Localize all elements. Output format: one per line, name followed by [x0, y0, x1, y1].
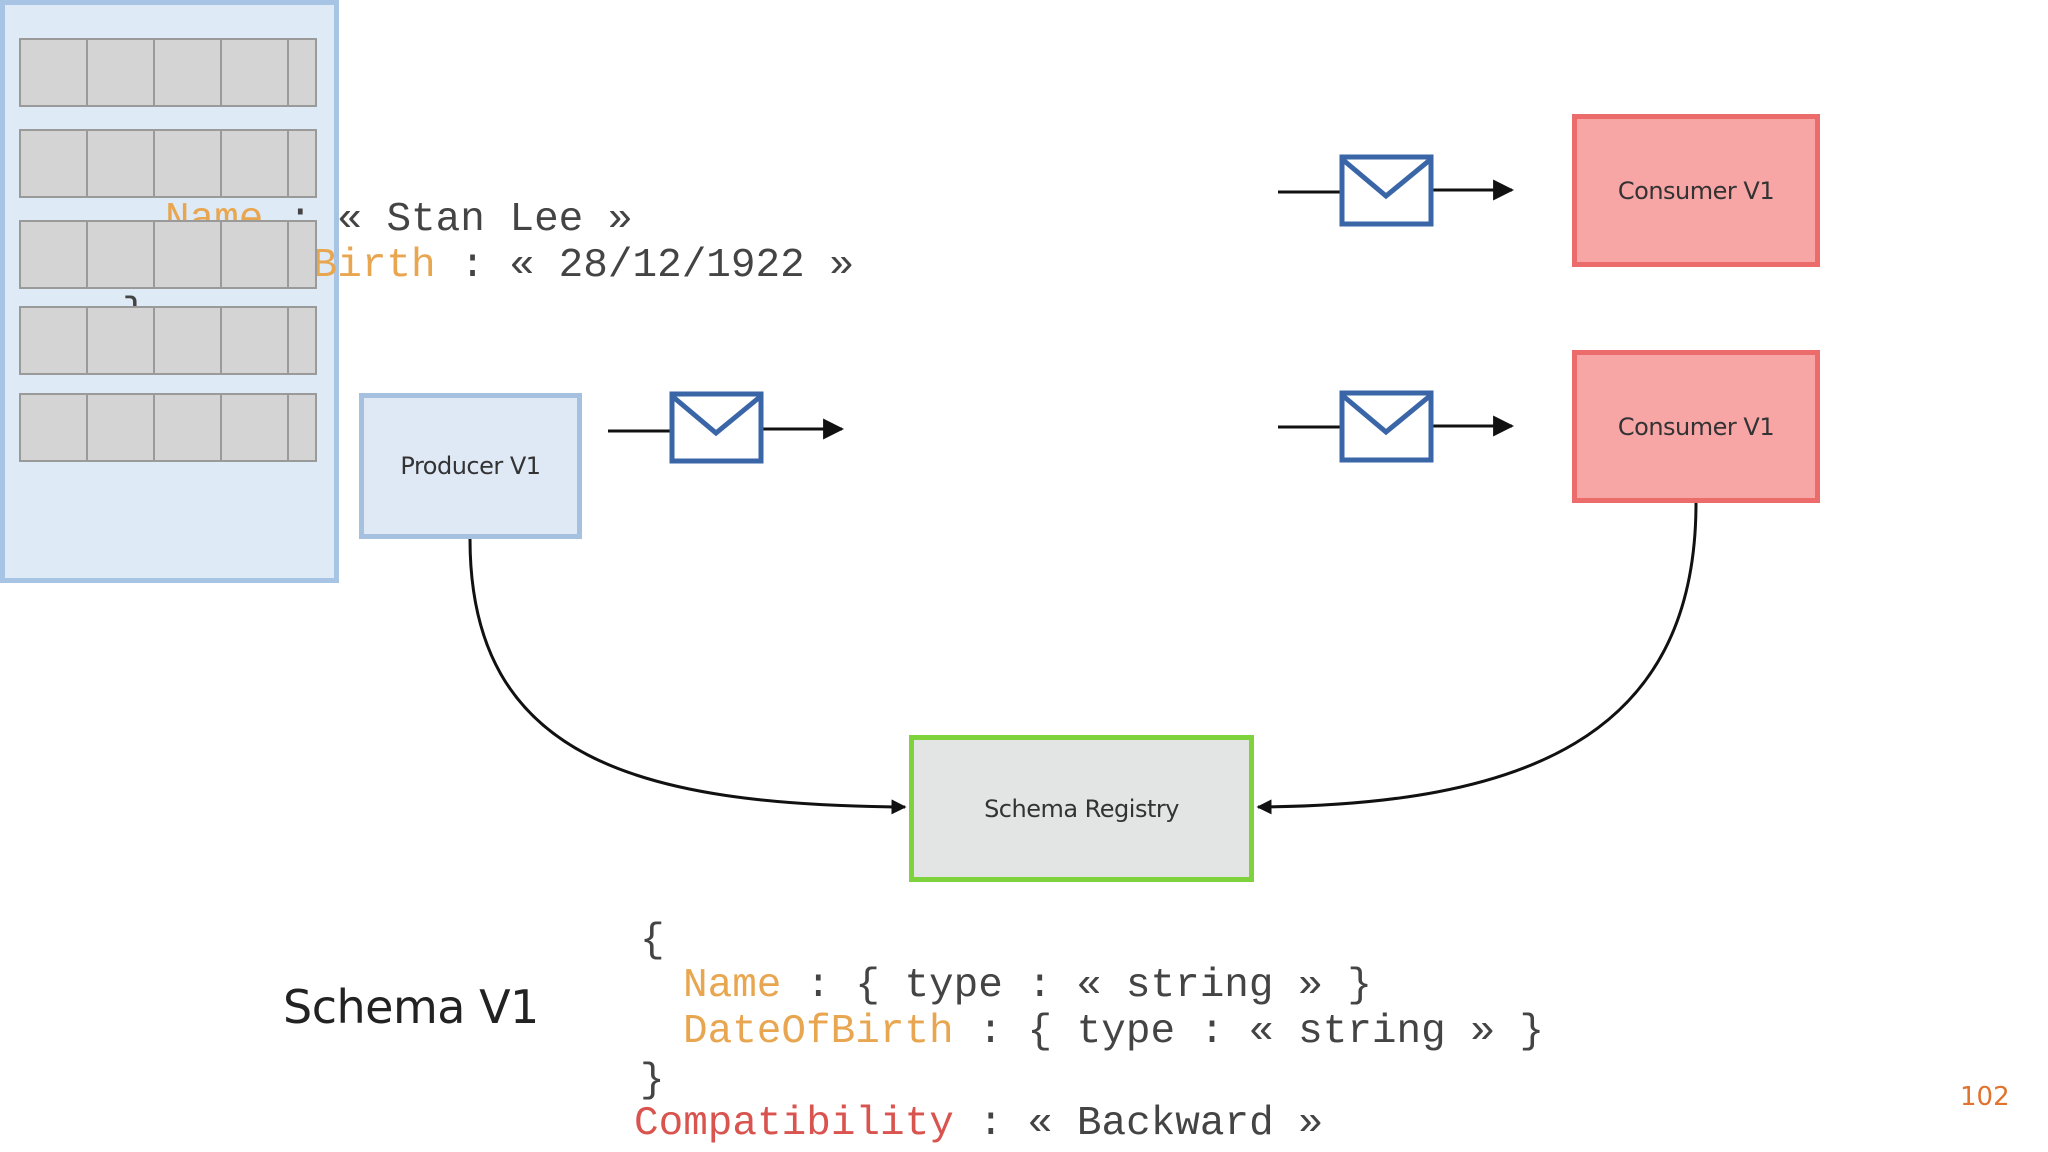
- field-value-dob: : « 28/12/1922 »: [435, 243, 854, 289]
- producer-to-registry-curve: [468, 538, 907, 815]
- consumer-label: Consumer V1: [1617, 176, 1775, 205]
- schema-name-line: Name : { type : « string » }: [683, 963, 1372, 1009]
- producer-label: Producer V1: [400, 452, 541, 480]
- field-key-dob: DateOfBirth: [683, 1009, 954, 1055]
- partition: [19, 38, 317, 107]
- compatibility-line: Compatibility : « Backward »: [634, 1101, 1323, 1147]
- field-value-name: : « Stan Lee »: [263, 197, 633, 243]
- brace-close: }: [640, 1058, 665, 1104]
- producer-node: Producer V1: [359, 393, 582, 539]
- kafka-topic: [0, 0, 339, 583]
- brace-open: {: [640, 918, 665, 964]
- schema-dob-line: DateOfBirth : { type : « string » }: [683, 1009, 1544, 1055]
- consumer-node-2: Consumer V1: [1572, 350, 1820, 503]
- envelope-icon: [1339, 154, 1434, 227]
- schema-version-label: Schema V1: [283, 980, 539, 1034]
- registry-label: Schema Registry: [984, 794, 1179, 823]
- partition: [19, 393, 317, 462]
- partition: [19, 306, 317, 375]
- partition: [19, 129, 317, 198]
- partition: [19, 220, 317, 289]
- consumer-label: Consumer V1: [1617, 412, 1775, 441]
- compatibility-key: Compatibility: [634, 1101, 954, 1147]
- field-type-dob: : { type : « string » }: [953, 1009, 1545, 1055]
- schema-registry-node: Schema Registry: [909, 735, 1254, 882]
- envelope-icon: [669, 391, 764, 464]
- compatibility-value: : « Backward »: [953, 1101, 1323, 1147]
- consumer-to-registry-curve: [1256, 502, 1698, 815]
- consumer-node-1: Consumer V1: [1572, 114, 1820, 267]
- page-number: 102: [1960, 1082, 2010, 1112]
- envelope-icon: [1339, 390, 1434, 463]
- field-type-name: : { type : « string » }: [781, 963, 1372, 1009]
- field-key-name: Name: [683, 963, 782, 1009]
